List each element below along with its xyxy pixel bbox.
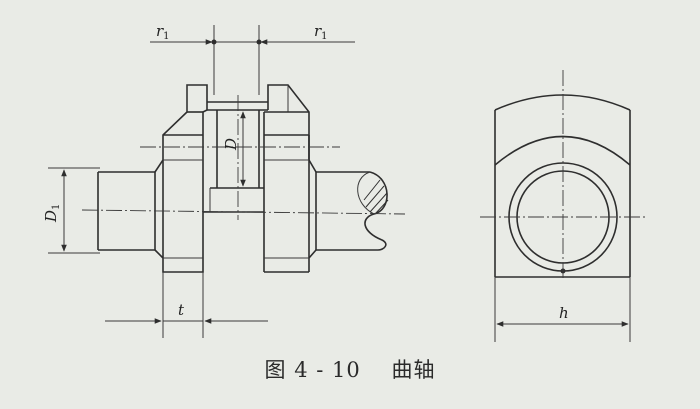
d-label: D [222, 138, 240, 151]
figure-title: 曲轴 [391, 358, 436, 382]
right-journal [315, 171, 389, 251]
t-dimension [105, 272, 268, 338]
figure-number: 图 4 - 10 [264, 358, 361, 382]
h-dimension [494, 277, 631, 342]
crank-pin [203, 101, 268, 213]
right-web [263, 84, 317, 273]
r1-dimension [150, 25, 355, 95]
r1-right-label: r1 [314, 22, 328, 42]
figure-caption: 图 4 - 10 曲轴 [0, 354, 700, 384]
t-label: t [178, 301, 185, 319]
d1-dimension [48, 167, 100, 254]
d1-label: D1 [42, 204, 62, 223]
h-label: h [559, 304, 569, 322]
section-hatch [363, 179, 389, 214]
main-axis-centerline [81, 209, 406, 215]
side-view: h [480, 70, 648, 342]
r1-left-label: r1 [156, 22, 170, 42]
left-web [154, 84, 208, 273]
front-view: r1 r1 D D1 t [42, 22, 406, 338]
